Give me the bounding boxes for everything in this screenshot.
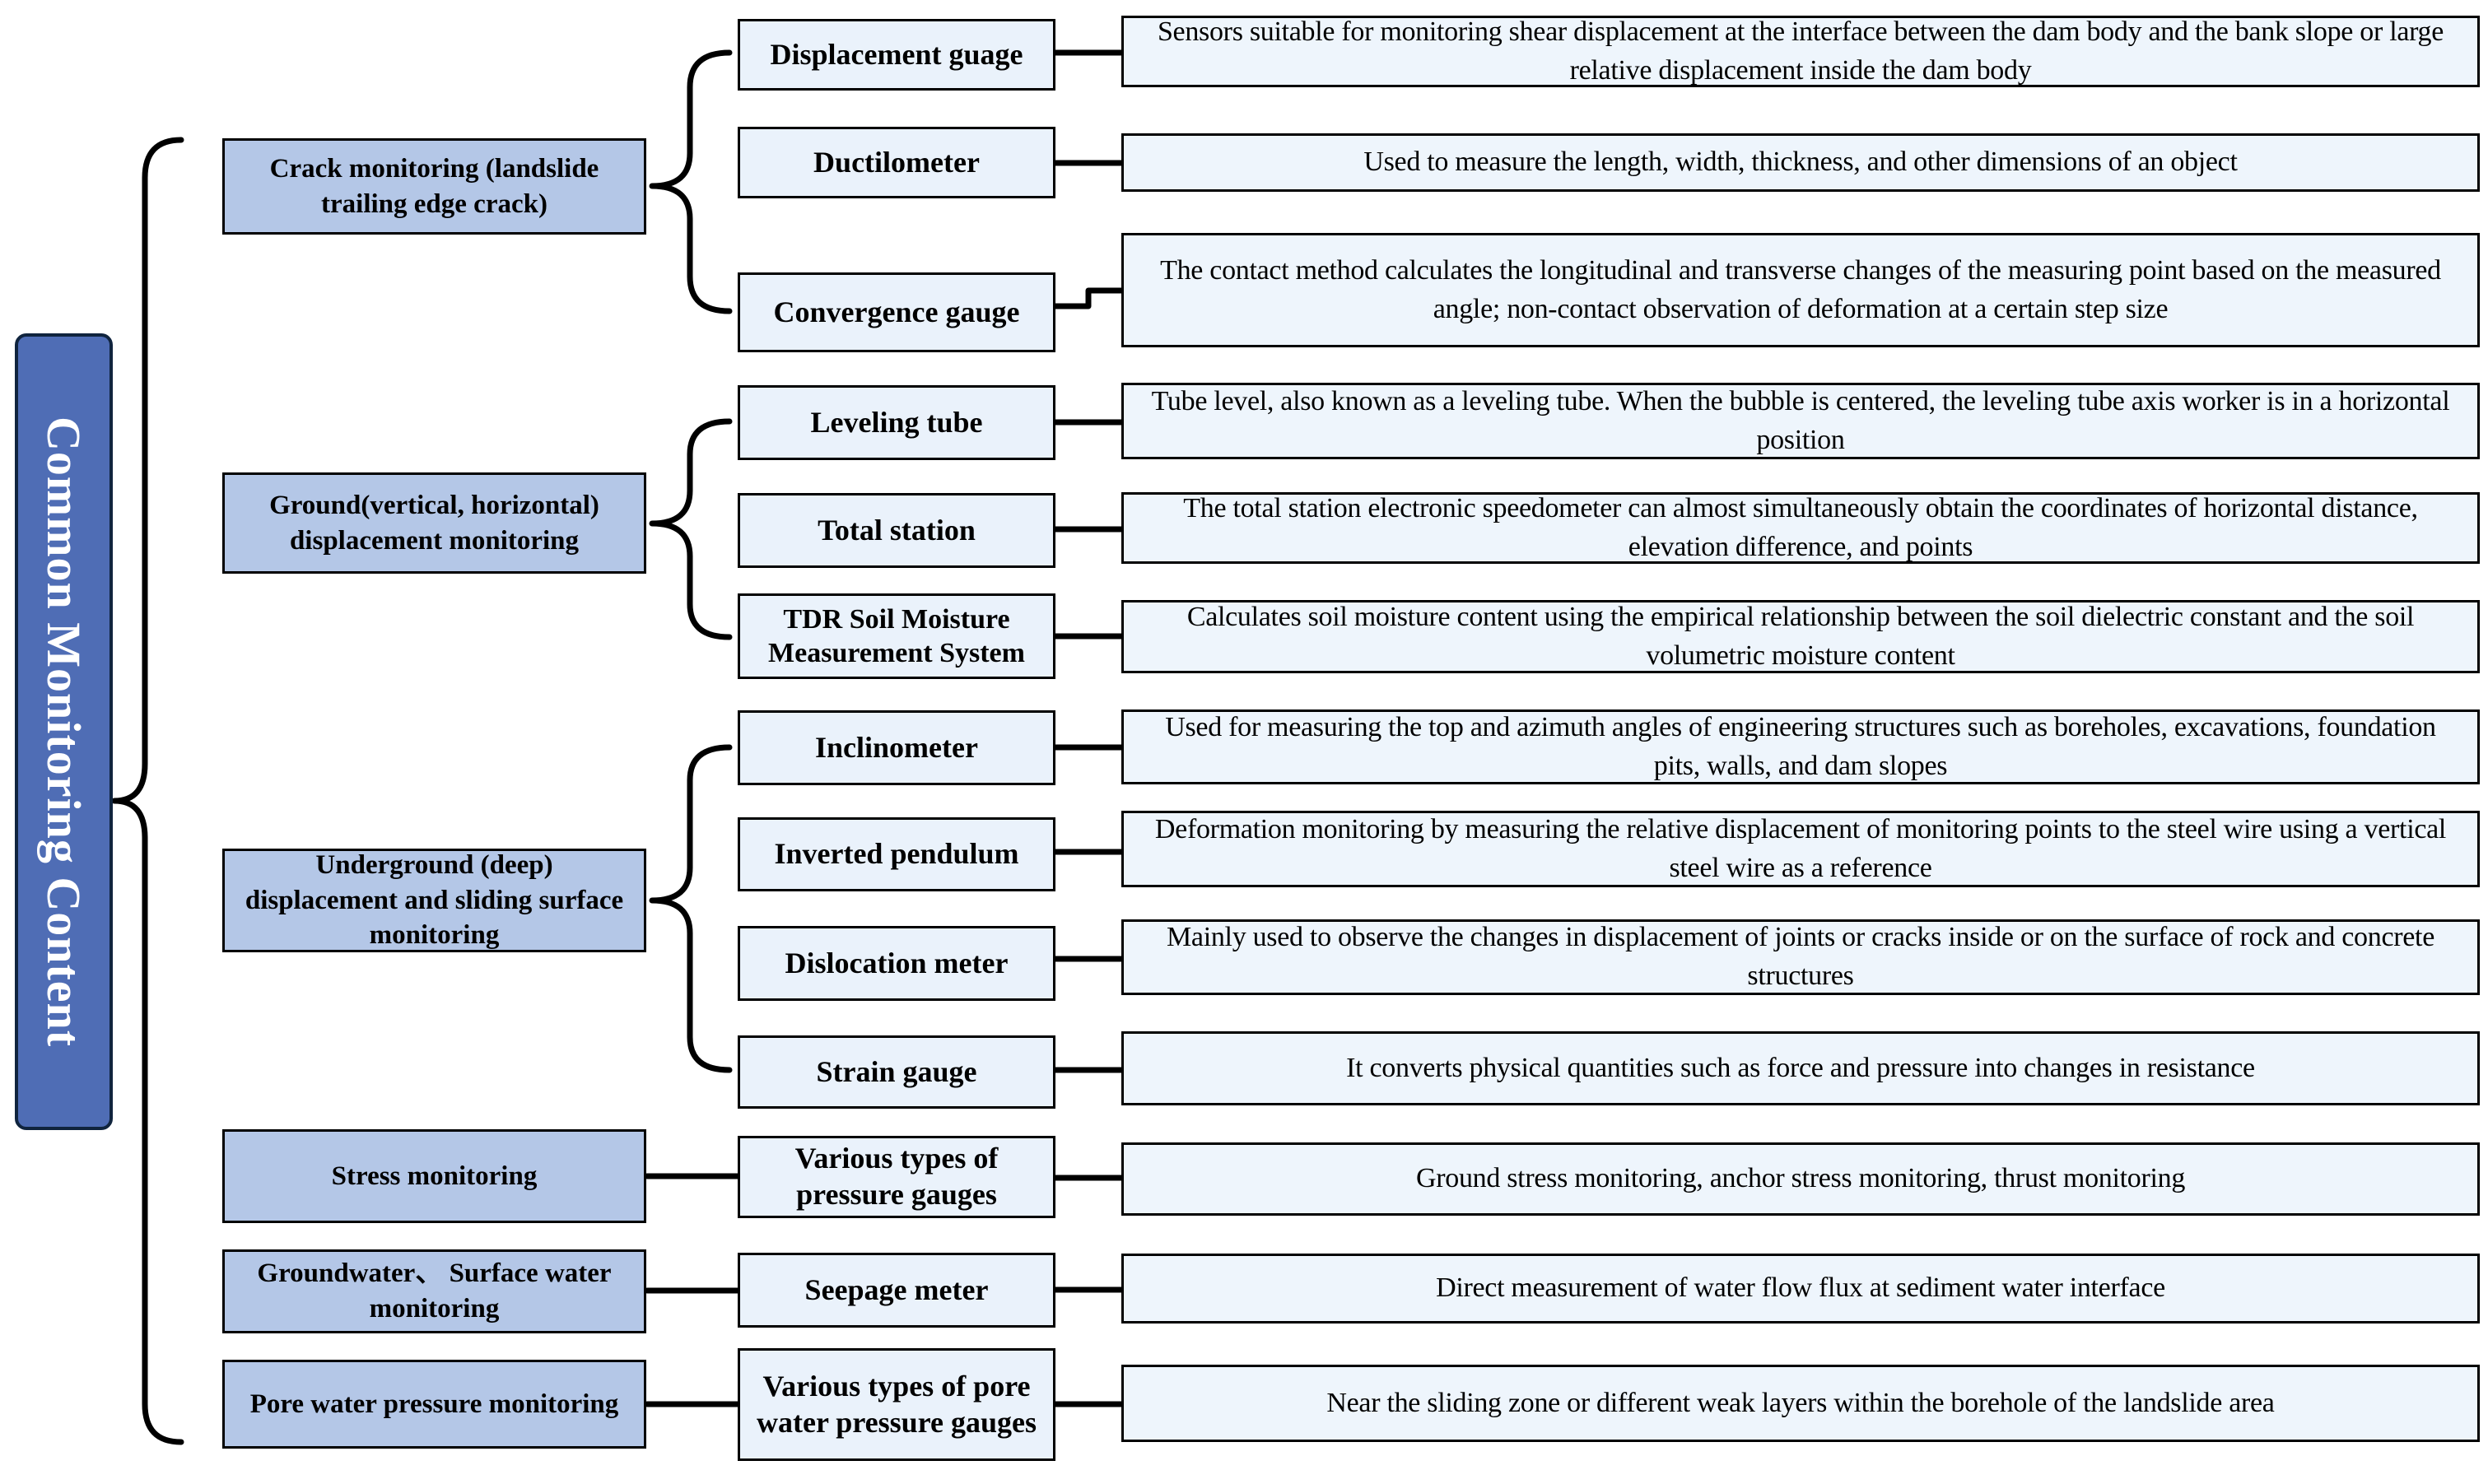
description-text: The contact method calculates the longit… xyxy=(1160,254,2441,324)
instrument-inverted-pendulum: Inverted pendulum xyxy=(738,817,1055,891)
description-text: Mainly used to observe the changes in di… xyxy=(1166,922,2434,991)
description-convergence-gauge: The contact method calculates the longit… xyxy=(1121,233,2480,347)
instrument-label: Various types of pore water pressure gau… xyxy=(757,1369,1037,1439)
instrument-inclinometer: Inclinometer xyxy=(738,710,1055,785)
description-displacement-guage: Sensors suitable for monitoring shear di… xyxy=(1121,16,2480,87)
category-label: Crack monitoring (landslide trailing edg… xyxy=(269,153,599,219)
instrument-label: Ductilometer xyxy=(813,145,980,179)
category-label: Groundwater、 Surface water monitoring xyxy=(257,1258,612,1324)
description-text: Calculates soil moisture content using t… xyxy=(1186,601,2415,671)
instrument-label: Strain gauge xyxy=(816,1054,977,1088)
description-text: Deformation monitoring by measuring the … xyxy=(1154,813,2447,883)
category-label: Ground(vertical, horizontal) displacemen… xyxy=(269,490,599,556)
outer-brace xyxy=(111,137,184,1445)
instrument-strain-gauge: Strain gauge xyxy=(738,1035,1055,1109)
description-text: Ground stress monitoring, anchor stress … xyxy=(1415,1163,2186,1194)
description-text: Tube level, also known as a leveling tub… xyxy=(1151,385,2450,455)
instrument-total-station: Total station xyxy=(738,493,1055,568)
instrument-label: Convergence gauge xyxy=(773,295,1020,328)
category-pore-water-monitoring: Pore water pressure monitoring xyxy=(222,1360,646,1449)
brace-ground-displacement xyxy=(649,418,733,640)
instrument-label: Total station xyxy=(818,513,976,547)
root-node: Common Monitoring Content xyxy=(15,333,113,1130)
category-crack-monitoring: Crack monitoring (landslide trailing edg… xyxy=(222,138,646,235)
root-node-label: Common Monitoring Content xyxy=(37,416,91,1048)
description-dislocation-meter: Mainly used to observe the changes in di… xyxy=(1121,919,2480,995)
category-label: Pore water pressure monitoring xyxy=(249,1389,619,1419)
description-text: Direct measurement of water flow flux at… xyxy=(1436,1272,2165,1304)
brace-crack-monitoring xyxy=(649,49,733,314)
description-pressure-gauges: Ground stress monitoring, anchor stress … xyxy=(1121,1142,2480,1216)
description-text: The total station electronic speedometer… xyxy=(1183,492,2418,562)
instrument-label: Seepage meter xyxy=(804,1272,989,1306)
instrument-pore-water-pressure-gauges: Various types of pore water pressure gau… xyxy=(738,1348,1055,1461)
instrument-tdr-system: TDR Soil Moisture Measurement System xyxy=(738,593,1055,679)
instrument-label: Inverted pendulum xyxy=(774,837,1019,871)
instrument-convergence-gauge: Convergence gauge xyxy=(738,272,1055,352)
instrument-label: Inclinometer xyxy=(815,730,978,764)
instrument-ductilometer: Ductilometer xyxy=(738,127,1055,198)
instrument-displacement-guage: Displacement guage xyxy=(738,19,1055,91)
description-text: Used for measuring the top and azimuth a… xyxy=(1165,711,2436,781)
description-ductilometer: Used to measure the length, width, thick… xyxy=(1121,133,2480,192)
description-text: Near the sliding zone or different weak … xyxy=(1326,1387,2275,1418)
category-label: Stress monitoring xyxy=(331,1161,538,1191)
instrument-label: Leveling tube xyxy=(810,405,983,439)
category-underground-displacement: Underground (deep) displacement and slid… xyxy=(222,849,646,952)
description-text: Used to measure the length, width, thick… xyxy=(1363,147,2238,178)
brace-underground-displacement xyxy=(649,744,733,1073)
description-inverted-pendulum: Deformation monitoring by measuring the … xyxy=(1121,811,2480,887)
instrument-label: Various types of pressure gauges xyxy=(794,1142,999,1211)
description-pore-water-pressure-gauges: Near the sliding zone or different weak … xyxy=(1121,1365,2480,1442)
description-tdr-system: Calculates soil moisture content using t… xyxy=(1121,600,2480,673)
description-total-station: The total station electronic speedometer… xyxy=(1121,492,2480,564)
instrument-label: Displacement guage xyxy=(770,37,1023,71)
description-text: It converts physical quantities such as … xyxy=(1346,1052,2255,1083)
instrument-pressure-gauges: Various types of pressure gauges xyxy=(738,1136,1055,1218)
description-text: Sensors suitable for monitoring shear di… xyxy=(1157,16,2444,86)
instrument-label: TDR Soil Moisture Measurement System xyxy=(768,603,1025,668)
description-inclinometer: Used for measuring the top and azimuth a… xyxy=(1121,709,2480,784)
instrument-leveling-tube: Leveling tube xyxy=(738,385,1055,460)
description-leveling-tube: Tube level, also known as a leveling tub… xyxy=(1121,383,2480,459)
category-label: Underground (deep) displacement and slid… xyxy=(245,849,624,951)
category-stress-monitoring: Stress monitoring xyxy=(222,1129,646,1223)
instrument-label: Dislocation meter xyxy=(785,946,1009,979)
description-strain-gauge: It converts physical quantities such as … xyxy=(1121,1031,2480,1105)
line-item xyxy=(1052,287,1125,309)
instrument-seepage-meter: Seepage meter xyxy=(738,1253,1055,1328)
description-seepage-meter: Direct measurement of water flow flux at… xyxy=(1121,1254,2480,1324)
instrument-dislocation-meter: Dislocation meter xyxy=(738,926,1055,1001)
category-groundwater-monitoring: Groundwater、 Surface water monitoring xyxy=(222,1249,646,1333)
category-ground-displacement: Ground(vertical, horizontal) displacemen… xyxy=(222,472,646,574)
